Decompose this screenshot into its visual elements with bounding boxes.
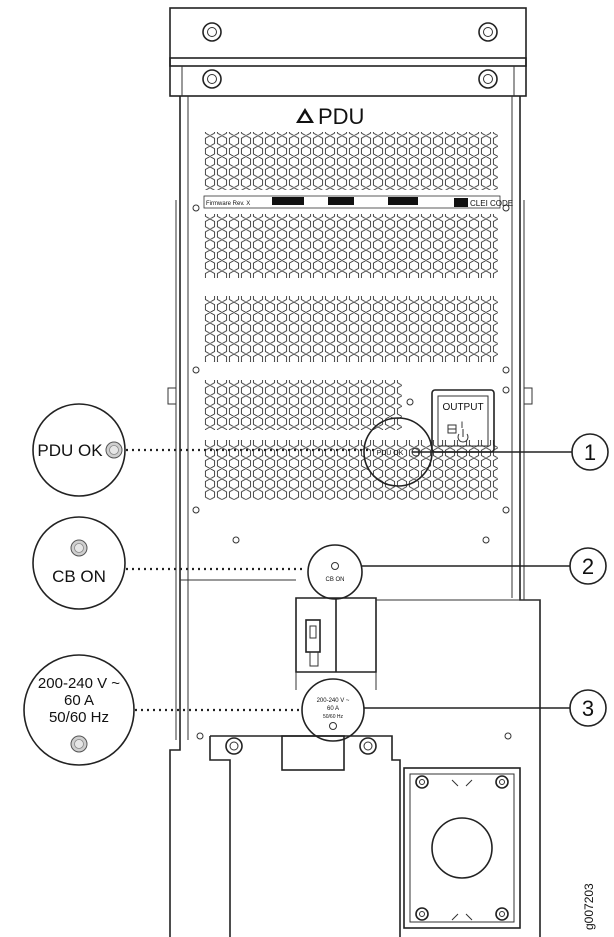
callout-magnifier-rating: 200-240 V ~ 60 A 50/60 Hz — [23, 654, 135, 766]
vent-grille — [204, 132, 498, 500]
cb-on-led-icon — [331, 562, 339, 570]
mounting-screw-icon — [202, 22, 498, 89]
barcode-icon — [272, 197, 468, 207]
rating-panel-voltage: 200-240 V ~ — [317, 698, 350, 704]
pdu-title: PDU — [296, 104, 364, 129]
pdu-title-text: PDU — [318, 104, 364, 129]
label-strip-firmware: Firmware Rev. X — [206, 201, 250, 207]
callout-rating-current: 60 A — [64, 692, 94, 709]
cable-entry-plate — [403, 767, 521, 929]
figure-id: g007203 — [582, 883, 596, 930]
callout-rating-voltage: 200-240 V ~ — [38, 675, 120, 692]
standby-icon — [447, 424, 469, 443]
output-switch-label: OUTPUT — [442, 402, 483, 413]
rating-led-icon — [329, 722, 337, 730]
cb-on-panel-label: CB ON — [325, 577, 344, 583]
callout-magnifier-pdu-ok: PDU OK — [32, 403, 126, 497]
rating-panel: 200-240 V ~ 60 A 50/60 Hz — [301, 678, 365, 742]
label-strip: Firmware Rev. X CLEI CODE — [203, 195, 513, 209]
warning-triangle-icon — [296, 108, 314, 123]
callout-3: 3 — [364, 689, 607, 727]
circuit-breaker[interactable] — [180, 579, 540, 690]
vent-screw-icon — [192, 204, 512, 740]
callout-2-number: 2 — [582, 554, 594, 579]
rating-panel-frequency: 50/60 Hz — [323, 714, 344, 720]
rating-panel-current: 60 A — [327, 706, 339, 712]
output-switch-standby-mark: I — [461, 420, 464, 430]
cb-on-panel: CB ON — [307, 544, 363, 600]
callout-rating-frequency: 50/60 Hz — [49, 709, 109, 726]
callout-3-number: 3 — [582, 696, 594, 721]
pdu-chassis — [167, 96, 541, 937]
lower-cover — [209, 735, 401, 937]
callout-cb-on-text: CB ON — [52, 567, 106, 586]
callout-2: 2 — [362, 547, 607, 585]
top-bracket — [169, 7, 527, 97]
pdu-ok-panel-label: PDU OK — [377, 450, 404, 457]
callout-1: 1 — [412, 433, 609, 471]
callout-1-number: 1 — [584, 440, 596, 465]
label-strip-clei: CLEI CODE — [470, 199, 513, 208]
callout-pdu-ok-text: PDU OK — [37, 441, 103, 460]
callout-magnifier-cb-on: CB ON — [32, 516, 126, 610]
